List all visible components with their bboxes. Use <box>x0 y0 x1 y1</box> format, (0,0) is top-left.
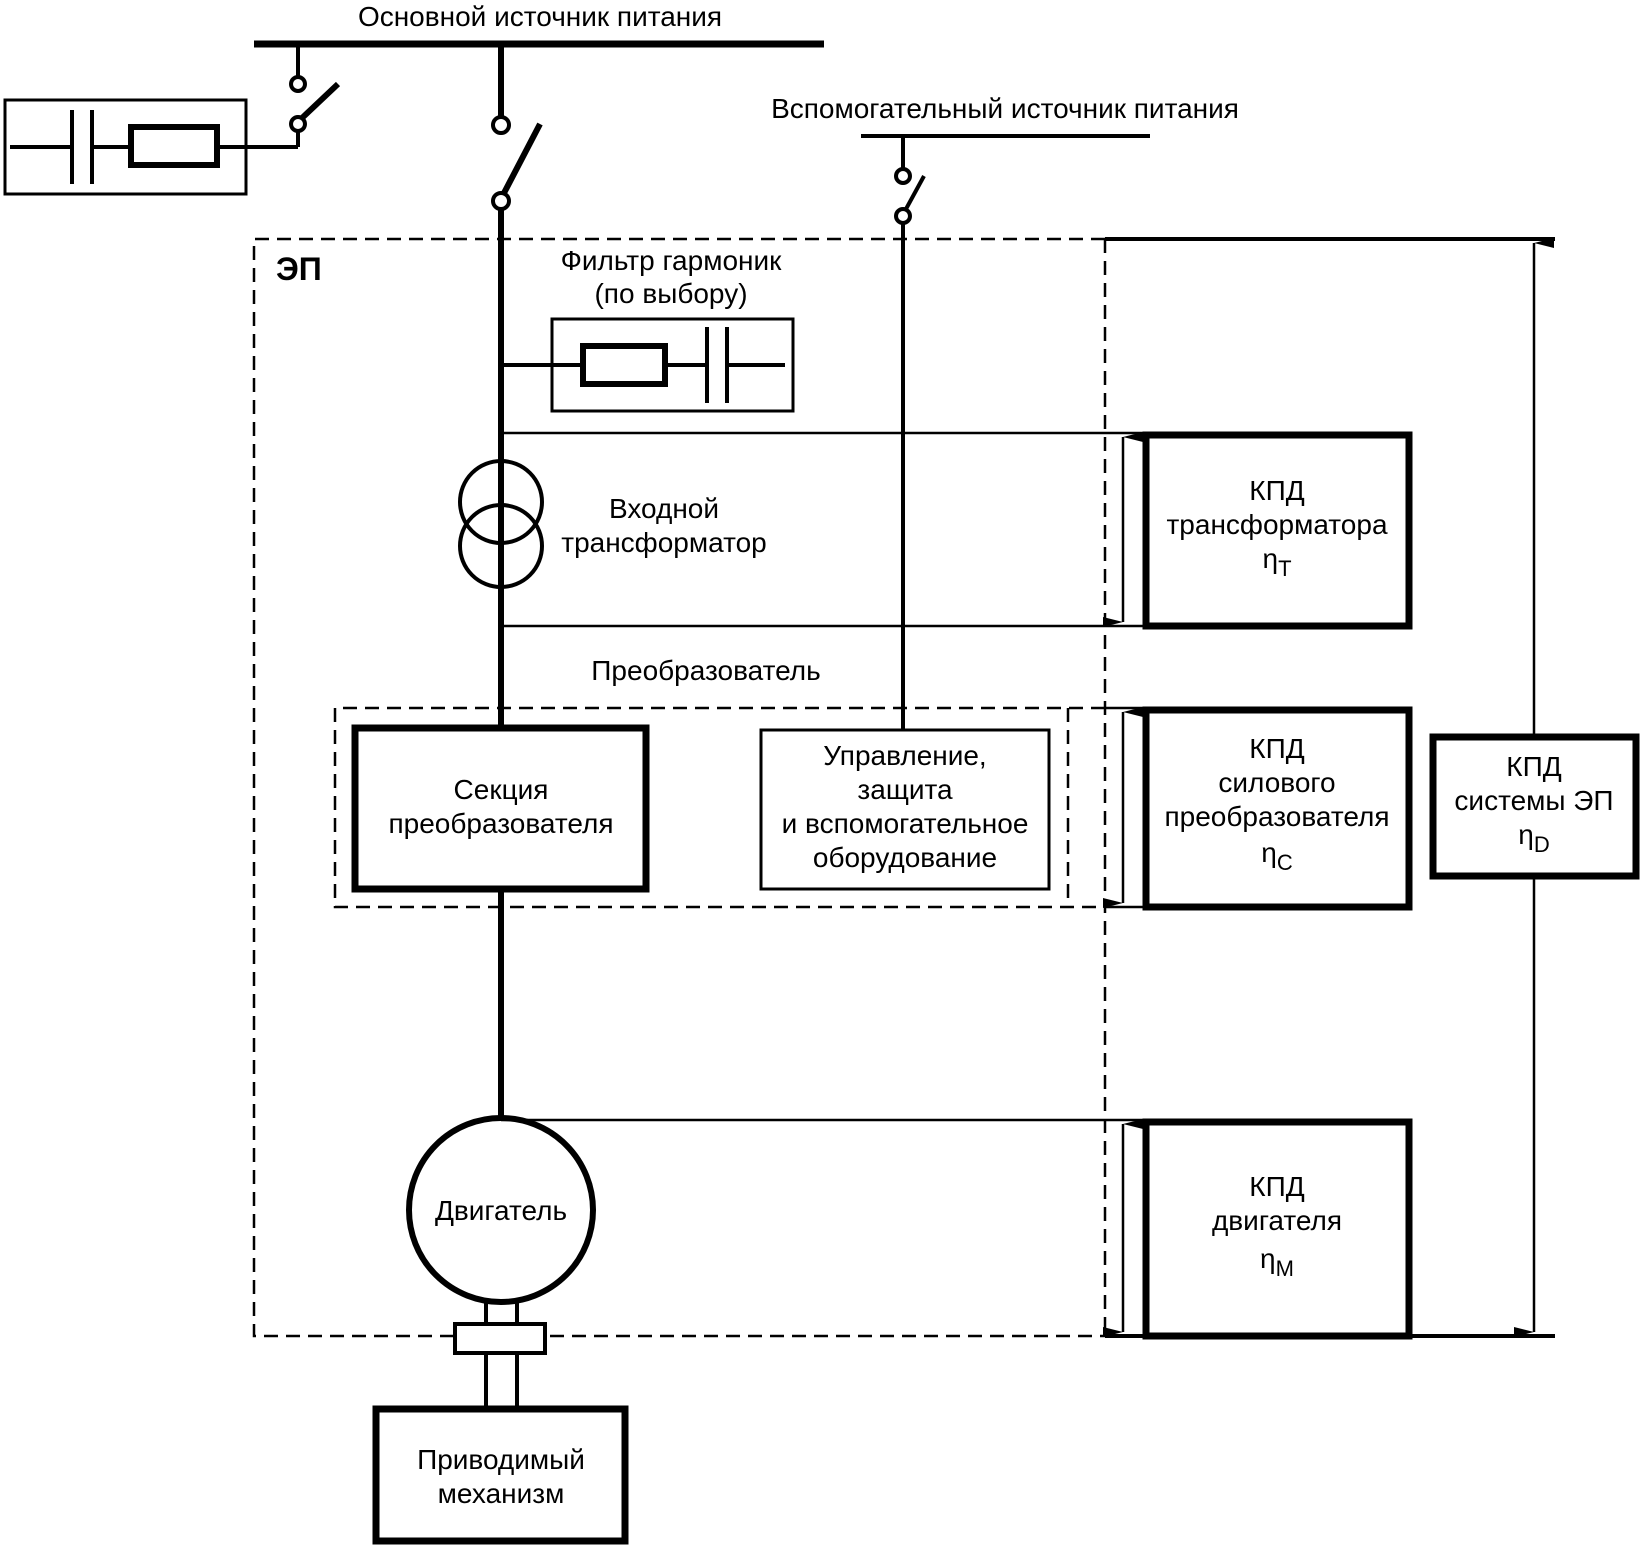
converter-efficiency-label-2: силового <box>1218 767 1335 798</box>
control-label-4: оборудование <box>813 842 997 873</box>
harmonic-filter-label-1: Фильтр гармоник <box>561 245 783 276</box>
converter-section-box <box>351 724 650 893</box>
converter-efficiency-symbol: ηC <box>1261 837 1293 875</box>
harmonic-filter-label-2: (по выбору) <box>594 278 747 309</box>
motor-efficiency-symbol: ηM <box>1260 1243 1294 1281</box>
driven-equipment-box <box>372 1405 629 1545</box>
transformer-efficiency-label-1: КПД <box>1249 475 1304 506</box>
motor-icon <box>406 1115 596 1305</box>
system-efficiency-label-2: системы ЭП <box>1454 785 1613 816</box>
transformer-efficiency-label-2: трансформатора <box>1166 509 1387 540</box>
control-label-1: Управление, <box>823 740 986 771</box>
main-supply-label: Основной источник питания <box>358 1 722 32</box>
driven-equipment-label-1: Приводимый <box>417 1444 585 1475</box>
transformer-efficiency-symbol: ηT <box>1262 543 1291 581</box>
converter-section-label-1: Секция <box>454 774 549 805</box>
motor-efficiency-label-2: двигателя <box>1212 1205 1342 1236</box>
transformer-efficiency-box <box>1142 431 1413 630</box>
line-side-filter-branch <box>3 44 341 196</box>
transformer-label-1: Входной <box>609 493 719 524</box>
drive-system-boundary <box>252 237 1105 1338</box>
converter-boundary <box>333 706 1105 909</box>
main-switch-icon <box>491 115 543 211</box>
motor-efficiency-box <box>1142 1118 1413 1340</box>
converter-label: Преобразователь <box>591 655 820 686</box>
transformer-label-2: трансформатор <box>561 527 766 558</box>
converter-efficiency-label-1: КПД <box>1249 733 1304 764</box>
motor-label: Двигатель <box>435 1195 567 1226</box>
aux-supply-label: Вспомогательный источник питания <box>771 93 1239 124</box>
driven-equipment-label-2: механизм <box>438 1478 565 1509</box>
system-efficiency-box <box>1429 733 1640 880</box>
system-efficiency-symbol: ηD <box>1518 819 1549 857</box>
control-label-3: и вспомогательное <box>782 808 1029 839</box>
transformer-icon <box>458 459 544 589</box>
converter-efficiency-label-3: преобразователя <box>1164 801 1389 832</box>
coupling-icon <box>453 1322 547 1355</box>
converter-efficiency-box <box>1142 706 1413 911</box>
line-side-switch-icon <box>289 75 341 133</box>
control-box <box>759 728 1051 891</box>
converter-section-label-2: преобразователя <box>388 808 613 839</box>
drive-system-label: ЭП <box>276 251 322 287</box>
system-efficiency-label-1: КПД <box>1506 751 1561 782</box>
motor-efficiency-label-1: КПД <box>1249 1171 1304 1202</box>
control-label-2: защита <box>857 774 953 805</box>
aux-switch-icon <box>894 167 926 225</box>
